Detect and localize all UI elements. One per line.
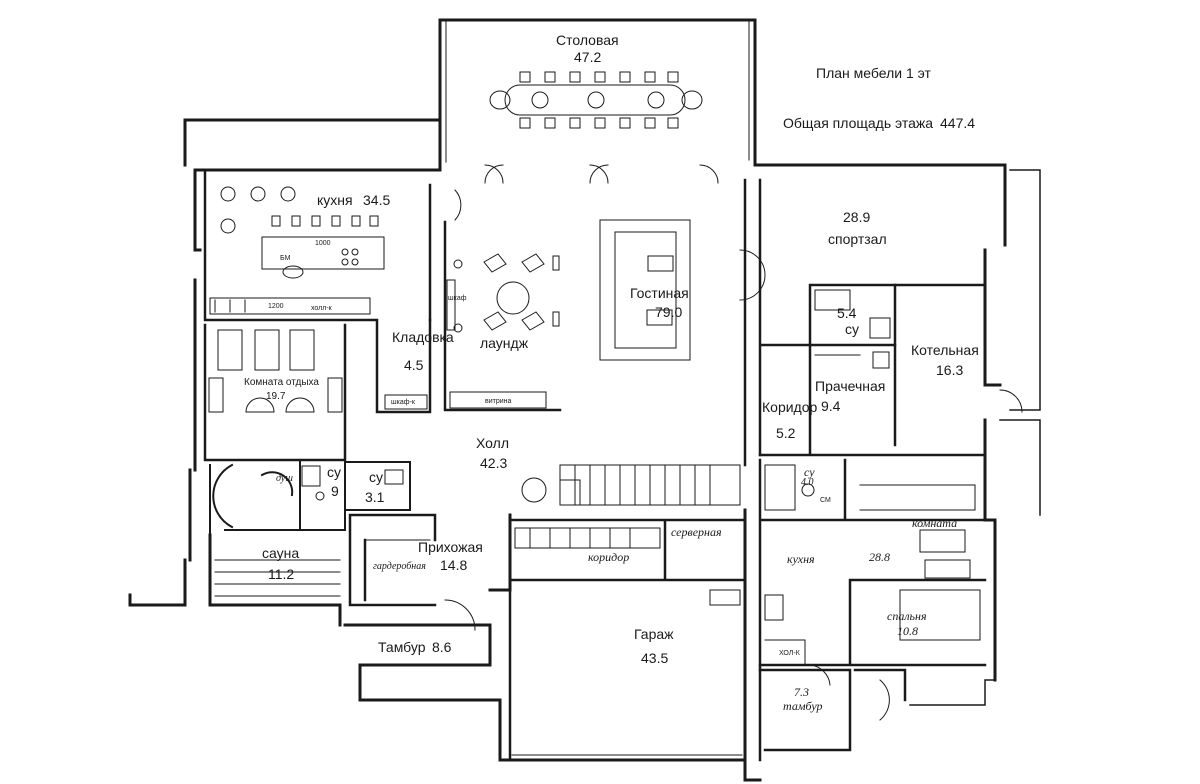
bedroom-name: спальня: [887, 609, 927, 623]
kitchen-appliance-label: БМ: [280, 255, 291, 262]
laundry-name: Прачечная: [815, 378, 886, 394]
hall-wc-name: су: [369, 469, 383, 485]
dining-room-area: 47.2: [574, 49, 602, 65]
rest-room-furniture: [208, 329, 343, 413]
entrance-name: Прихожая: [418, 539, 483, 555]
kitchen-name: кухня: [317, 192, 353, 208]
pantry-walls: [375, 318, 432, 414]
guest-room-name: комната: [912, 516, 958, 530]
pantry-area: 4.5: [404, 357, 424, 373]
garage-walls: [508, 588, 747, 762]
gym-wc-name: су: [845, 321, 859, 337]
dining-windows: [445, 21, 750, 163]
sauna-area: 11.2: [268, 566, 295, 582]
small-vestibule-walls: [758, 668, 890, 752]
garage-name: Гараж: [634, 626, 674, 642]
gym-area: 28.9: [843, 209, 871, 225]
wardrobe-name: гардеробная: [373, 561, 426, 572]
kitchen-fridge-label: холл-к: [311, 305, 332, 312]
entrance-walls: [348, 513, 476, 631]
dining-room-walls: [438, 18, 757, 172]
living-room-name: Гостиная: [630, 285, 689, 301]
lounge-showcase-label: витрина: [485, 398, 512, 405]
washer-label: СМ: [820, 497, 831, 504]
area-caption: Общая площадь этажа: [783, 115, 934, 131]
dining-table: [489, 71, 703, 129]
east-wall: [909, 169, 1041, 706]
hall-wc-area: 3.1: [365, 489, 385, 505]
server-room-name: серверная: [671, 525, 722, 539]
guest-block-walls: [758, 458, 987, 762]
kitchen-area: 34.5: [363, 192, 391, 208]
sauna-wc-area: 9: [331, 483, 339, 499]
kitchen-furniture: [209, 186, 385, 315]
hall-stairs: [521, 464, 741, 506]
bedroom-area: 10.8: [897, 624, 918, 638]
gym-wc-area: 5.4: [837, 305, 857, 321]
boiler-name: Котельная: [911, 342, 979, 358]
guest-wc-area: 4.0: [801, 477, 814, 488]
lounge-cabinet-label: шкаф: [448, 295, 467, 302]
hall-area: 42.3: [480, 455, 508, 471]
guest-kitchen-area: 28.8: [869, 550, 890, 564]
shower-label: душ: [276, 473, 293, 484]
right-wing-walls: [758, 178, 987, 457]
small-vestibule-area: 7.3: [794, 685, 809, 699]
vestibule-name: Тамбур: [378, 639, 426, 655]
living-room-area: 79.0: [655, 304, 683, 320]
hall-name: Холл: [476, 435, 509, 451]
small-corridor-area: 5.2: [776, 425, 796, 441]
sauna-wc-name: су: [327, 464, 341, 480]
rest-room-name: Комната отдыха: [244, 377, 319, 388]
living-sofa: [599, 219, 691, 361]
boiler-area: 16.3: [936, 362, 964, 378]
vestibule-area: 8.6: [432, 639, 452, 655]
pantry-cabinet-label: шкаф-к: [391, 399, 415, 406]
entrance-area: 14.8: [440, 557, 468, 573]
pantry-name: Кладовка: [392, 329, 454, 345]
kitchen-walls: [203, 170, 432, 322]
sauna-name: сауна: [262, 545, 300, 561]
outer-walls: [128, 118, 1007, 782]
kitchen-island-label: 1000: [315, 240, 331, 247]
lounge-furniture: [446, 253, 560, 409]
guest-fridge-label: ХОЛ-К: [779, 650, 800, 657]
area-value: 447.4: [940, 115, 976, 131]
rest-room-area: 19.7: [266, 391, 286, 402]
garage-area: 43.5: [641, 650, 669, 666]
kitchen-counter-label: 1200: [268, 303, 284, 310]
small-corridor-name: Коридор: [762, 399, 818, 415]
guest-wc-name: су: [804, 465, 815, 479]
lounge-name: лаундж: [480, 335, 529, 351]
corridor-walls: [508, 518, 747, 582]
living-walls: [443, 178, 747, 467]
sauna-walls: [209, 461, 411, 597]
dining-room-name: Столовая: [556, 32, 619, 48]
rest-room-walls: [203, 323, 347, 462]
guest-kitchen-name: кухня: [787, 552, 815, 566]
gym-name: спортзал: [828, 231, 887, 247]
corridor-name: коридор: [588, 550, 630, 564]
door-arcs: [454, 164, 1023, 686]
small-vestibule-name: тамбур: [783, 699, 823, 713]
plan-title: План мебели 1 эт: [816, 65, 931, 81]
laundry-area: 9.4: [821, 398, 841, 414]
